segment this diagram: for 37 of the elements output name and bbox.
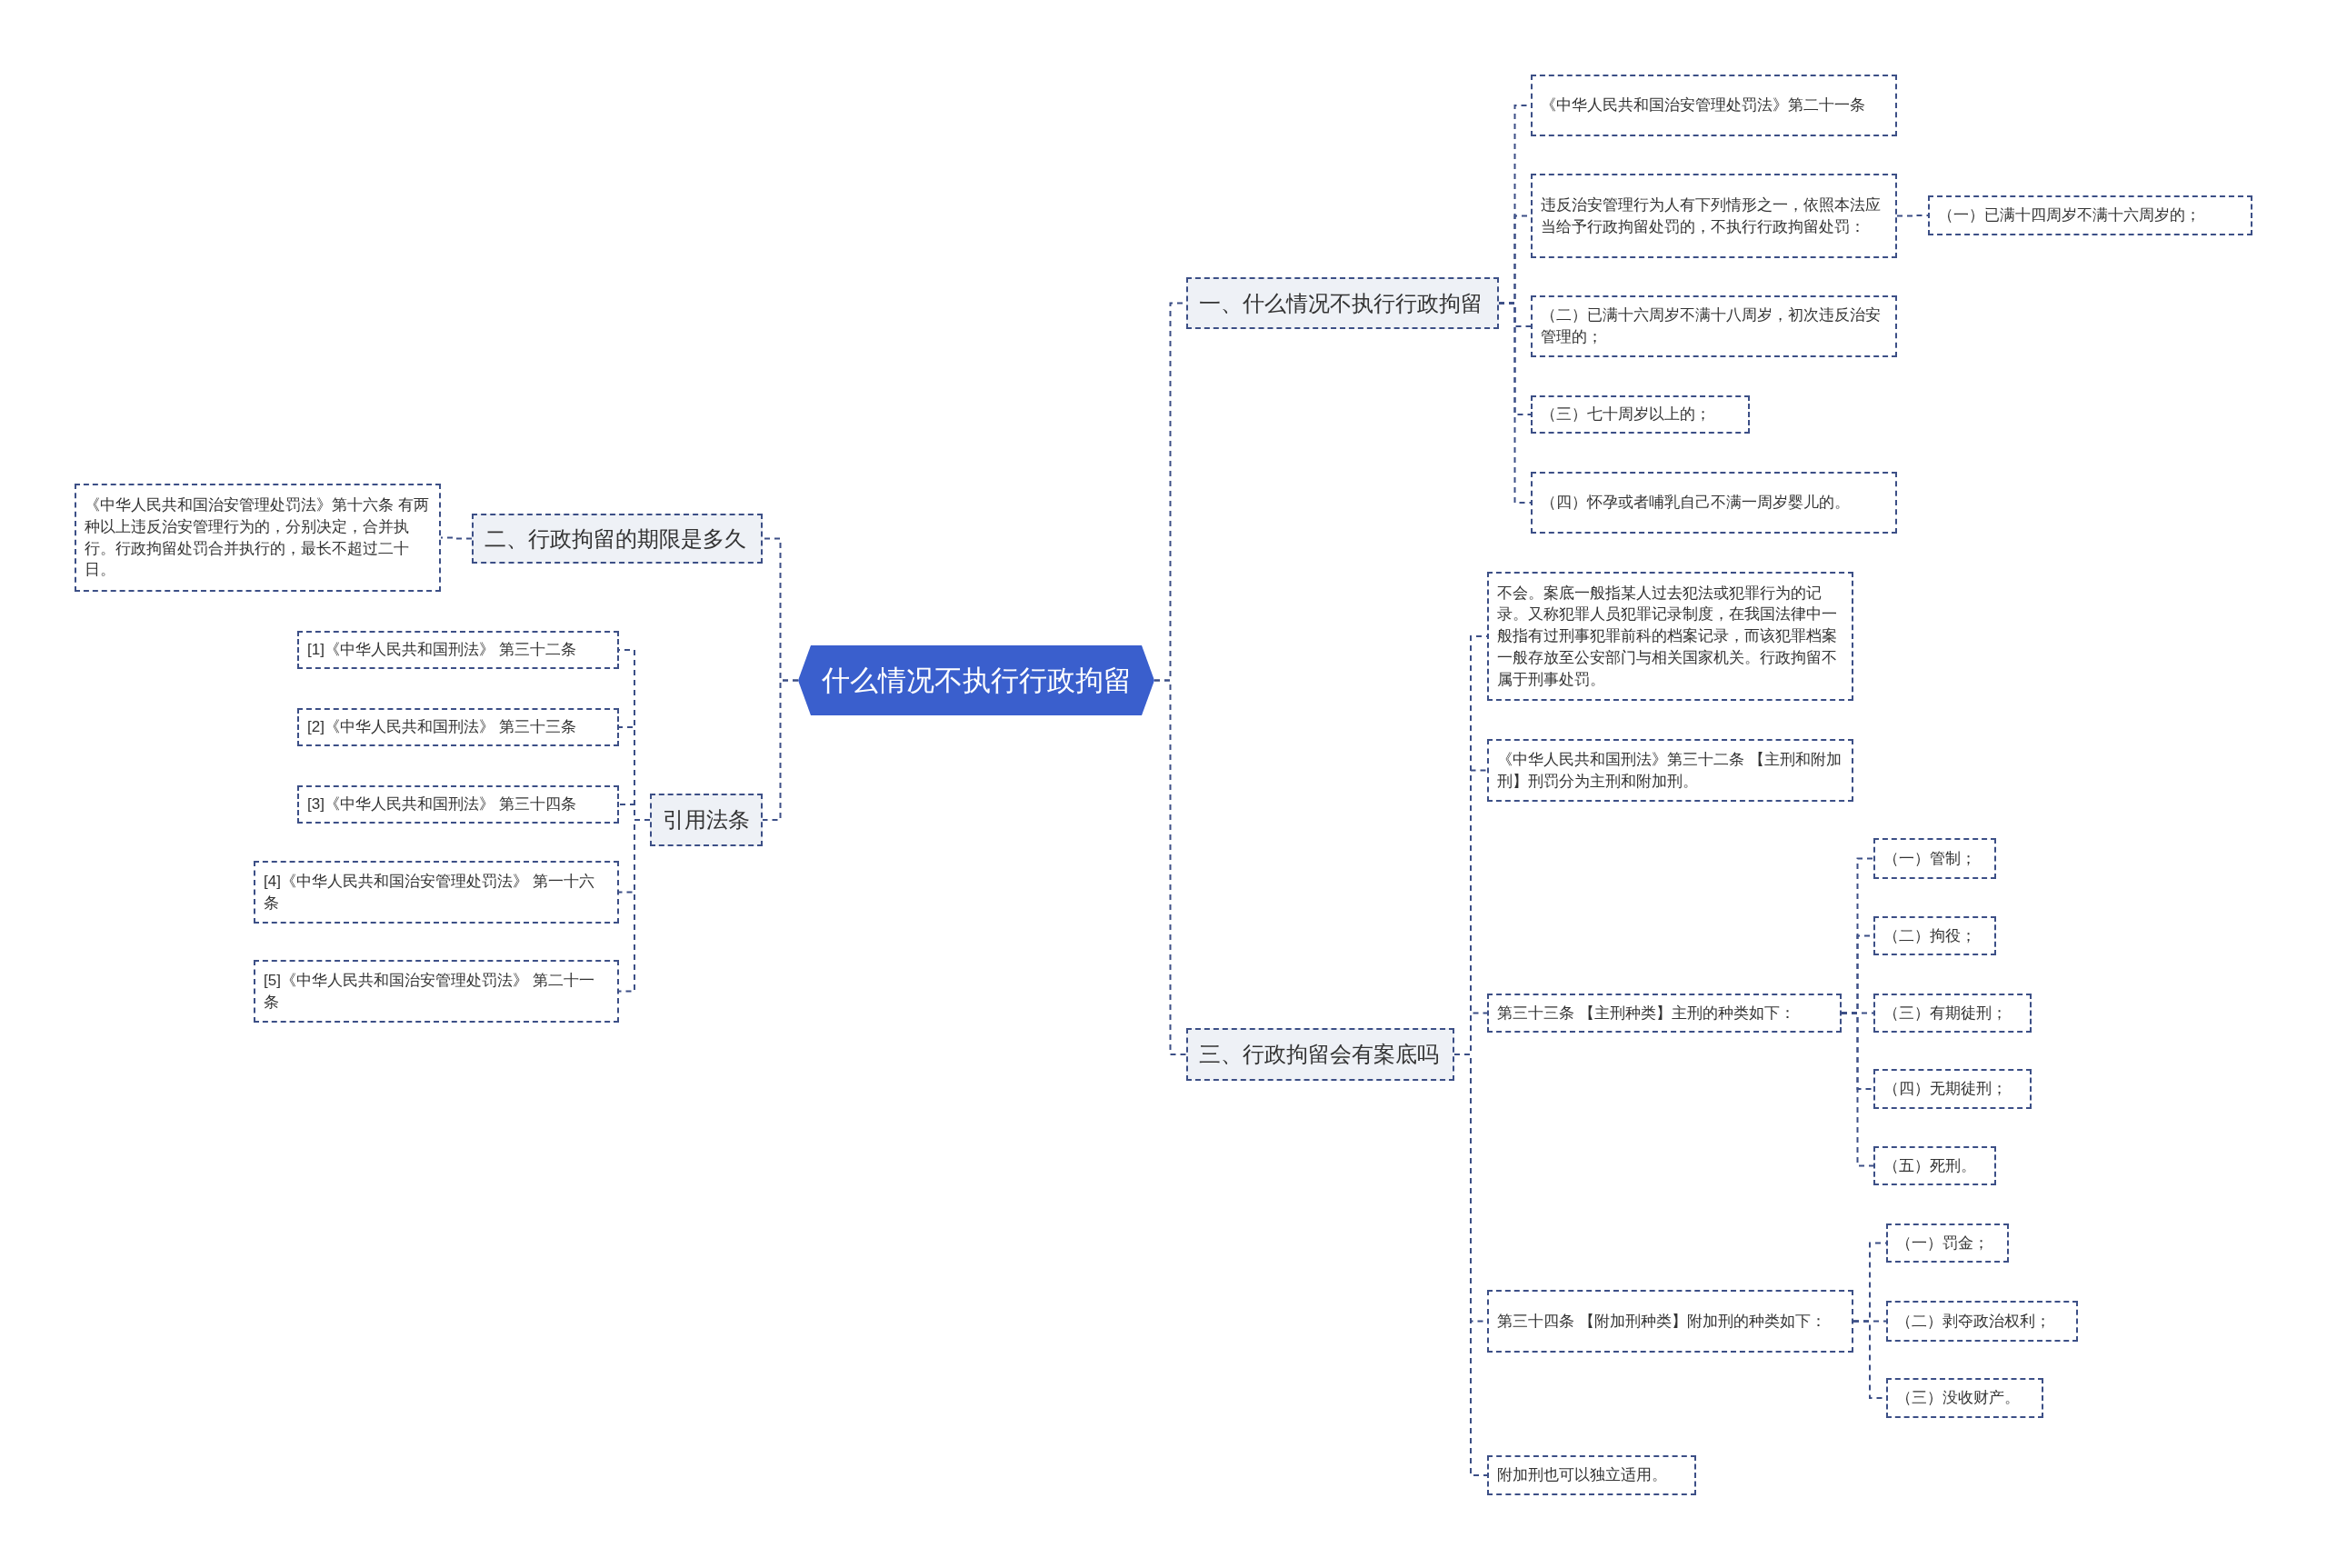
text-box: 第三十四条 【附加刑种类】附加刑的种类如下： [1487, 1290, 1853, 1353]
topic-box: 二、行政拘留的期限是多久 [472, 514, 763, 564]
text-box: [2]《中华人民共和国刑法》 第三十三条 [297, 708, 619, 746]
text-box: [4]《中华人民共和国治安管理处罚法》 第一十六条 [254, 861, 619, 924]
text-box: （三）没收财产。 [1886, 1378, 2043, 1418]
text-box: 《中华人民共和国治安管理处罚法》第十六条 有两种以上违反治安管理行为的，分别决定，合并执行。行政拘留处罚合并执行的，最长不超过二十日。 [75, 484, 441, 592]
text-box: （五）死刑。 [1873, 1146, 1996, 1185]
connector-line [1896, 215, 1929, 217]
text-box: 不会。案底一般指某人过去犯法或犯罪行为的记录。又称犯罪人员犯罪记录制度，在我国法律中一般指有过刑事犯罪前科的档案记录，而该犯罪档案一般存放至公安部门与相关国家机关。行政拘留不属于刑事处罚。 [1487, 572, 1853, 701]
text-box: （二）拘役； [1873, 916, 1996, 955]
text-box: [3]《中华人民共和国刑法》 第三十四条 [297, 785, 619, 824]
topic-box: 三、行政拘留会有案底吗 [1186, 1028, 1454, 1081]
text-box: 违反治安管理行为人有下列情形之一，依照本法应当给予行政拘留处罚的，不执行行政拘留处罚： [1531, 174, 1897, 258]
topic-box: 一、什么情况不执行行政拘留 [1186, 277, 1499, 329]
connector-line [1154, 679, 1187, 1055]
text-box: （二）已满十六周岁不满十八周岁，初次违反治安管理的； [1531, 295, 1897, 357]
text-box: （一）管制； [1873, 838, 1996, 879]
text-box: 《中华人民共和国治安管理处罚法》第二十一条 [1531, 75, 1897, 136]
text-box: （四）怀孕或者哺乳自己不满一周岁婴儿的。 [1531, 472, 1897, 534]
connector-line [440, 536, 473, 540]
connector-line [1498, 302, 1532, 504]
text-box: （三）有期徒刑； [1873, 994, 2032, 1033]
text-box: （四）无期徒刑； [1873, 1069, 2032, 1109]
text-box: [5]《中华人民共和国治安管理处罚法》 第二十一条 [254, 960, 619, 1023]
connector-line [618, 819, 651, 993]
text-box: 附加刑也可以独立适用。 [1487, 1455, 1696, 1495]
connector-line [1841, 1012, 1874, 1167]
text-box: （三）七十周岁以上的； [1531, 395, 1750, 434]
connector-line [762, 679, 799, 821]
topic-box: 引用法条 [650, 794, 763, 846]
text-box: （二）剥夺政治权利； [1886, 1301, 2078, 1342]
text-box: 第三十三条 【主刑种类】主刑的种类如下： [1487, 994, 1842, 1033]
text-box: 《中华人民共和国刑法》第三十二条 【主刑和附加刑】刑罚分为主刑和附加刑。 [1487, 739, 1853, 802]
text-box: （一）罚金； [1886, 1223, 2009, 1263]
text-box: [1]《中华人民共和国刑法》 第三十二条 [297, 631, 619, 669]
central-topic: 什么情况不执行行政拘留 [798, 645, 1154, 715]
text-box: （一）已满十四周岁不满十六周岁的； [1928, 195, 2252, 235]
